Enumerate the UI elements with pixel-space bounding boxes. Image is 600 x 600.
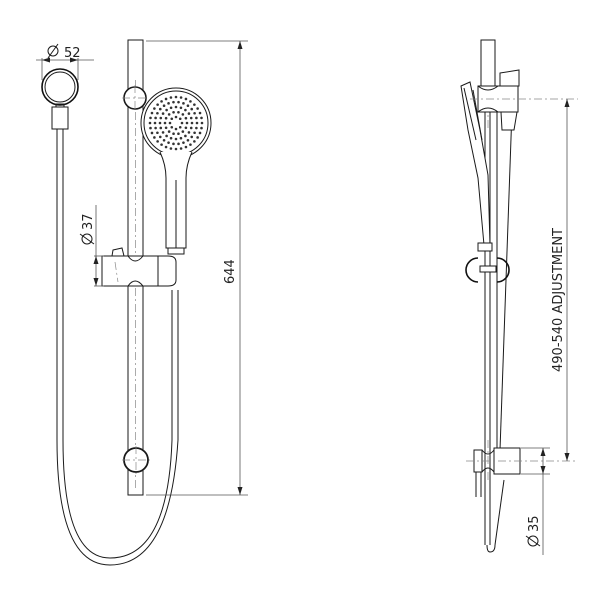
dimension-height-644: 644 [146, 40, 248, 496]
dimension-diameter-52: 52 [36, 43, 94, 80]
diameter-37-label: 37 [81, 213, 96, 230]
diameter-35-label: 35 [527, 515, 542, 532]
front-view: 52 [36, 39, 248, 566]
side-shower-head [460, 81, 493, 252]
side-view: 490-540 ADJUSTMENT 35 [460, 39, 578, 555]
hose-ring [41, 68, 79, 130]
dimension-diameter-35: 35 [521, 447, 550, 555]
dimension-diameter-37: 37 [79, 205, 104, 287]
shower-head [140, 87, 212, 255]
hose [56, 129, 179, 566]
adjustment-label: 490-540 ADJUSTMENT [551, 228, 566, 372]
side-bottom-bracket [466, 440, 578, 497]
spray-nozzles [148, 95, 204, 151]
side-slider [465, 257, 510, 283]
slider-bracket [101, 247, 177, 287]
height-644-label: 644 [223, 259, 238, 284]
side-hose [486, 479, 505, 553]
top-bracket [122, 85, 148, 111]
diameter-52-label: 52 [64, 46, 81, 61]
dimension-adjustment: 490-540 ADJUSTMENT [470, 98, 578, 461]
bottom-bracket [122, 446, 150, 474]
